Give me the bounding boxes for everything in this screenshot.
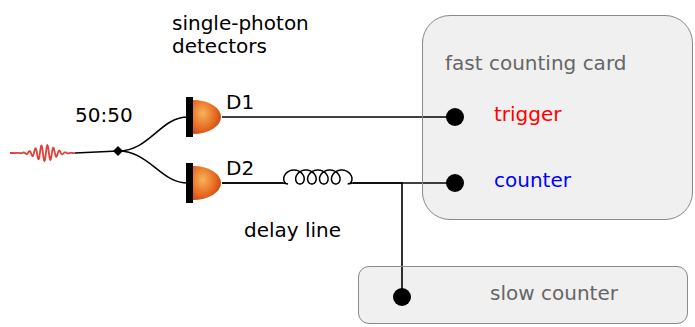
coil-gap [283,178,353,188]
input-terminal [393,288,411,306]
box-fill [422,15,693,220]
split-ratio: 50:50 [75,104,133,127]
box-title: fast counting card [445,52,626,75]
slow-counter-box: slow counter [358,266,688,324]
detector-d2: D2 [186,163,222,203]
detector-face [186,163,193,203]
delay-line-coil [283,170,353,184]
detector-name: D2 [226,157,254,180]
detector-dome [193,100,221,134]
splitter-arm [118,151,188,183]
detector-symbol [186,163,222,203]
detector-heading: single-photon detectors [172,12,337,58]
detector-face [186,97,193,137]
input-fiber [75,151,118,153]
detector-d1: D1 [186,97,222,137]
signal-cable [222,183,402,266]
input-terminal [446,174,464,192]
trigger-input: trigger [494,103,562,126]
photon-wavepacket [10,145,75,161]
detector-dome [193,166,221,200]
beam-splitter [113,146,123,156]
box-title: slow counter [490,282,618,305]
detector-symbol [186,97,222,137]
signal-cable [222,116,422,118]
box-fill [358,266,688,324]
counter-input: counter [494,169,571,192]
input-terminal [446,108,464,126]
delay-line-label: delay line [244,219,341,242]
detector-name: D1 [226,91,254,114]
